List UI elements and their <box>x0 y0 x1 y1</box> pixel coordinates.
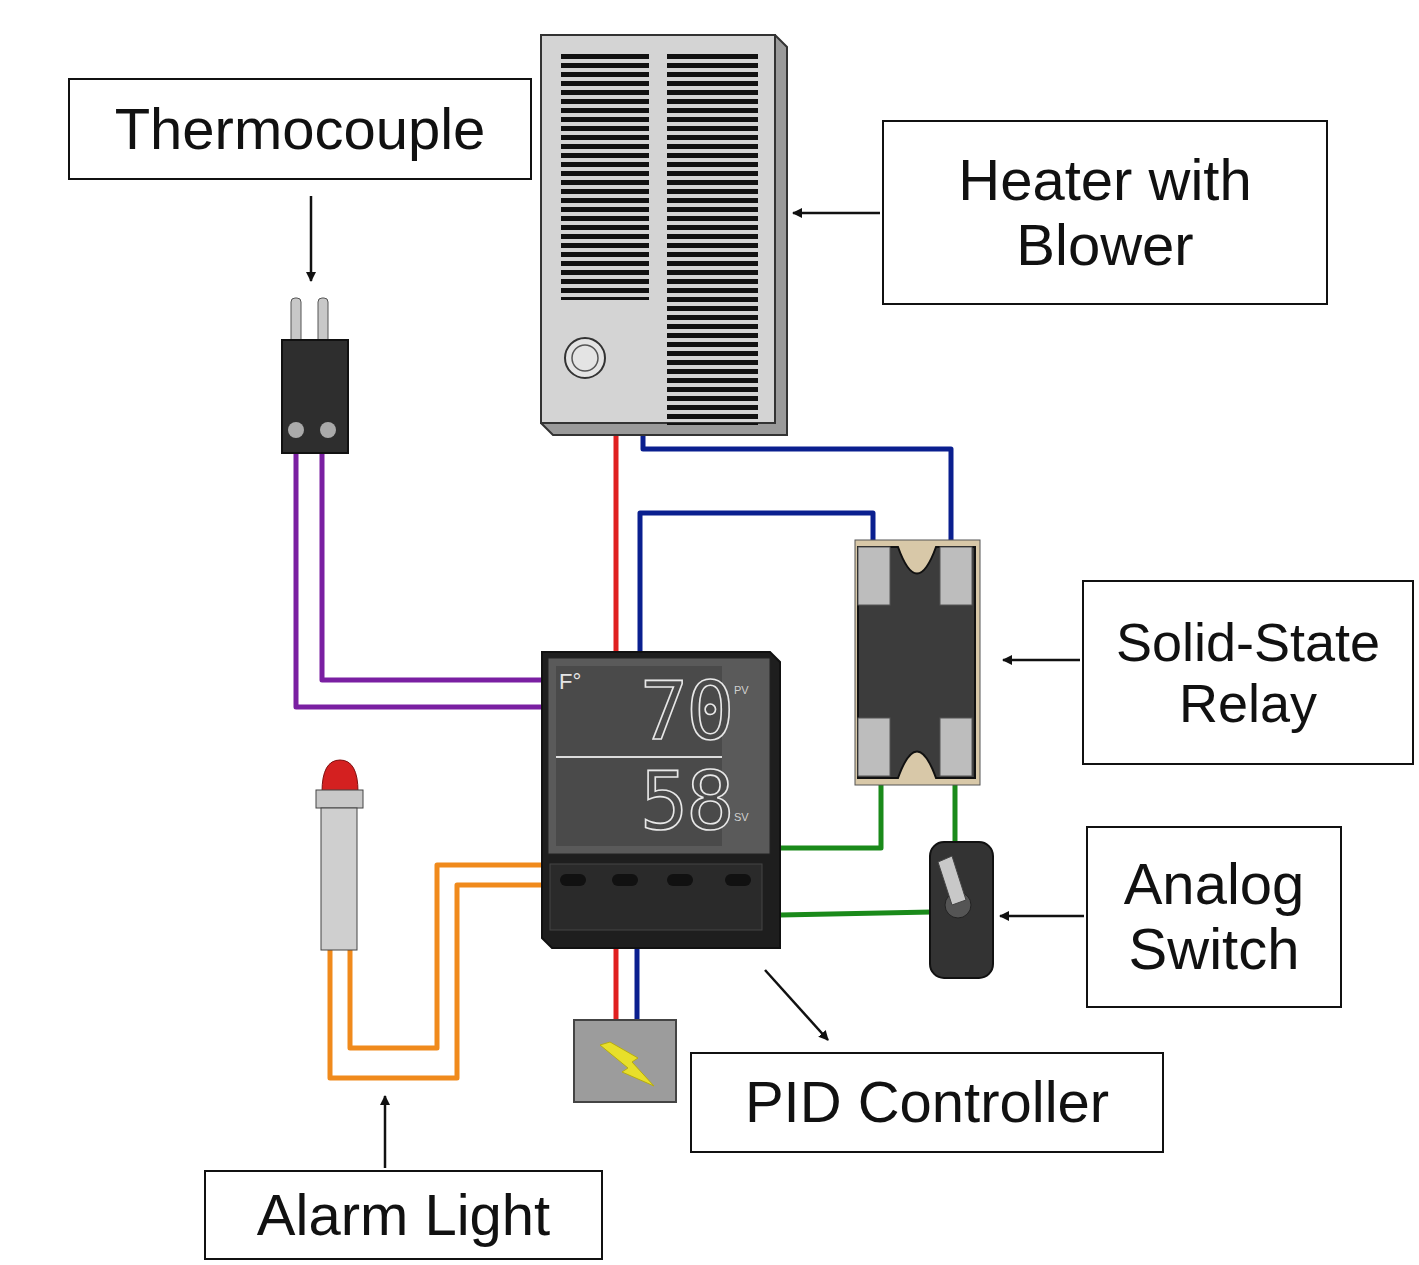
wires-part <box>614 430 619 652</box>
wires-part <box>643 430 951 545</box>
wires-part <box>350 865 542 1048</box>
pid-illustration <box>542 652 780 948</box>
heater-label: Heater with Blower <box>882 120 1328 305</box>
leader-arrows-part <box>384 1096 387 1168</box>
controller-label: PID Controller <box>690 1052 1164 1153</box>
set-value: 58 <box>640 762 732 842</box>
wires-part <box>614 948 619 1020</box>
relay-label: Solid-State Relay <box>1082 580 1414 765</box>
callout-text: Alarm Light <box>257 1183 550 1248</box>
thermocouple-illustration <box>282 298 348 453</box>
relay-illustration-part <box>858 718 890 776</box>
relay-illustration-part <box>940 547 972 605</box>
pv-tag: PV <box>734 685 749 696</box>
unit-label: F° <box>559 671 581 693</box>
heater-illustration <box>541 35 787 435</box>
heater-illustration-part <box>561 50 649 300</box>
alarm-label: Alarm Light <box>204 1170 603 1260</box>
relay-illustration <box>855 540 980 785</box>
callout-text: PID Controller <box>745 1070 1109 1135</box>
heater-illustration-part <box>572 345 598 371</box>
callout-text: Thermocouple <box>115 97 486 162</box>
wires-part <box>635 948 640 1020</box>
wires-part <box>296 453 542 707</box>
leader-arrows-part <box>1000 915 1084 918</box>
heater-illustration-part <box>541 35 787 435</box>
thermocouple-label: Thermocouple <box>68 78 532 180</box>
leader-arrows-part <box>1003 659 1080 662</box>
thermocouple-illustration-part <box>291 298 301 344</box>
alarm-light-illustration <box>316 760 363 950</box>
relay-illustration-part <box>858 547 975 778</box>
thermocouple-illustration-part <box>288 422 304 438</box>
pid-illustration-part <box>667 874 693 886</box>
sv-tag: SV <box>734 812 749 823</box>
pid-illustration-part <box>560 874 586 886</box>
leader-arrows <box>311 196 1084 1168</box>
pid-illustration-part <box>725 874 751 886</box>
pid-illustration-part <box>550 864 762 930</box>
wires-part <box>780 912 932 915</box>
alarm-light-illustration-part <box>322 760 358 792</box>
heater-illustration-part <box>667 50 758 425</box>
power-source-illustration <box>574 1020 676 1102</box>
relay-illustration-part <box>855 540 980 785</box>
pid-illustration-part <box>556 756 722 758</box>
leader-arrows-part <box>793 212 880 215</box>
wires-part <box>322 453 542 680</box>
leader-arrows-part <box>310 196 313 281</box>
heater-illustration-part <box>565 338 605 378</box>
switch-label: Analog Switch <box>1086 826 1342 1008</box>
switch-illustration <box>930 842 993 978</box>
power-source-illustration-part <box>574 1020 676 1102</box>
alarm-light-illustration-part <box>316 790 363 808</box>
relay-illustration-part <box>858 547 890 605</box>
pid-illustration-part <box>612 874 638 886</box>
alarm-light-illustration-part <box>321 808 357 950</box>
callout-text: Solid-State Relay <box>1096 612 1400 733</box>
pid-illustration-part <box>548 658 770 854</box>
relay-illustration-part <box>940 718 972 776</box>
switch-illustration-part <box>938 856 966 905</box>
callout-text: Heater with Blower <box>896 148 1314 278</box>
thermocouple-illustration-part <box>282 340 348 453</box>
wires-part <box>780 785 881 848</box>
callout-text: Analog Switch <box>1100 852 1328 982</box>
pid-illustration-part <box>542 652 780 948</box>
switch-illustration-part <box>930 842 993 978</box>
process-value: 70 <box>640 672 732 752</box>
leader-arrows-part <box>765 970 828 1040</box>
thermocouple-illustration-part <box>318 298 328 344</box>
wires-part <box>953 785 958 848</box>
thermocouple-illustration-part <box>320 422 336 438</box>
power-source-illustration-part <box>600 1042 654 1086</box>
wires-part <box>640 513 873 652</box>
